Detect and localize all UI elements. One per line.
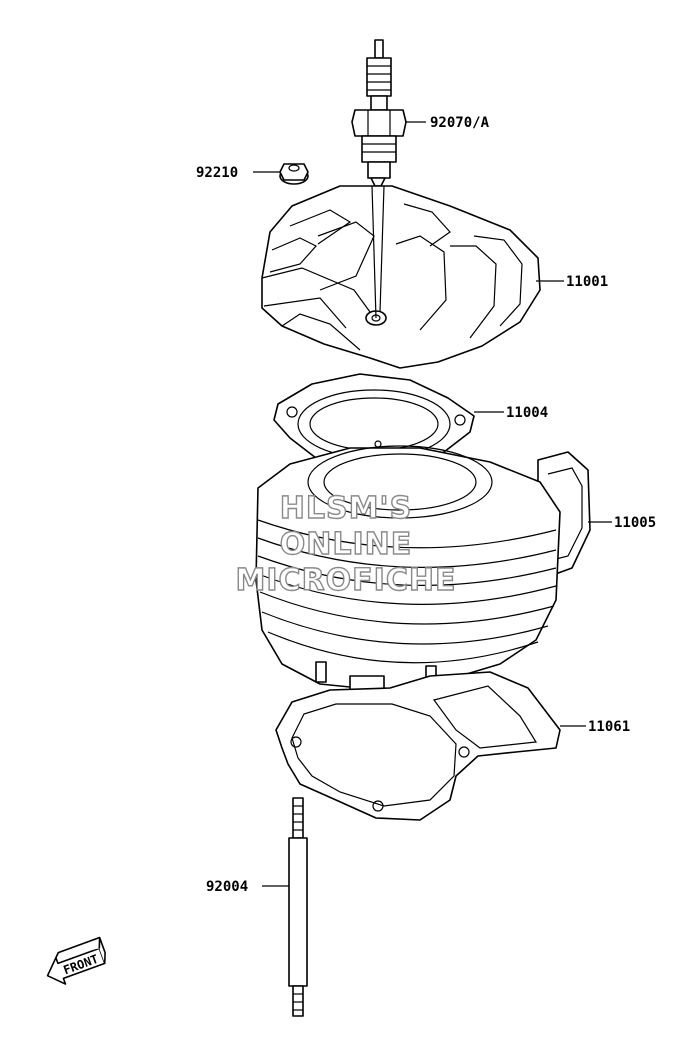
spark-plug[interactable] <box>351 39 407 187</box>
front-arrow: FRONT <box>46 936 106 985</box>
base-gasket[interactable] <box>275 671 561 821</box>
watermark-line-1: HLSM'S <box>280 491 412 526</box>
head-gasket[interactable] <box>273 373 475 471</box>
stud-bolt[interactable] <box>288 797 308 1017</box>
label-11005[interactable]: 11005 <box>614 515 656 531</box>
cylinder[interactable] <box>255 445 591 703</box>
watermark-line-3: MICROFICHE <box>236 563 457 598</box>
label-11061[interactable]: 11061 <box>588 719 630 735</box>
flange-nut[interactable] <box>279 163 309 185</box>
label-92070-a[interactable]: 92070/A <box>430 115 490 131</box>
label-11001[interactable]: 11001 <box>566 274 608 290</box>
cylinder-head[interactable] <box>261 185 541 369</box>
label-92004[interactable]: 92004 <box>206 879 248 895</box>
watermark: HLSM'S ONLINE MICROFICHE <box>235 490 457 598</box>
label-11004[interactable]: 11004 <box>506 405 548 421</box>
watermark-line-2: ONLINE <box>280 527 413 562</box>
label-92210[interactable]: 92210 <box>196 165 238 181</box>
